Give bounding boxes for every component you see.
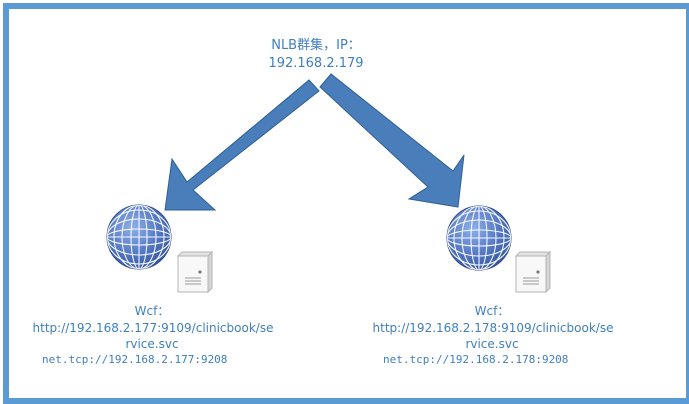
node-left-http-line2: rvice.svc [125,337,179,351]
server-icon [176,250,214,294]
arrow-left [164,79,320,211]
cluster-title: NLB群集，IP： [271,38,361,53]
node-left-http-line1: http://192.168.2.177:9109/clinicbook/se [32,321,274,335]
node-right-label: Wcf： [474,304,510,318]
arrow-right [319,73,465,208]
diagram-frame [3,3,689,404]
node-right-http-line2: rvice.svc [465,337,519,351]
cluster-ip: 192.168.2.179 [268,56,364,71]
globe-network-icon [446,205,512,271]
node-left-tcp: net.tcp://192.168.2.177:9208 [42,353,228,366]
node-right-http-line1: http://192.168.2.178:9109/clinicbook/se [372,321,614,335]
node-left-label: Wcf： [134,304,170,318]
server-icon [514,250,552,294]
node-right-tcp: net.tcp://192.168.2.178:9208 [383,353,569,366]
globe-network-icon [106,204,172,270]
